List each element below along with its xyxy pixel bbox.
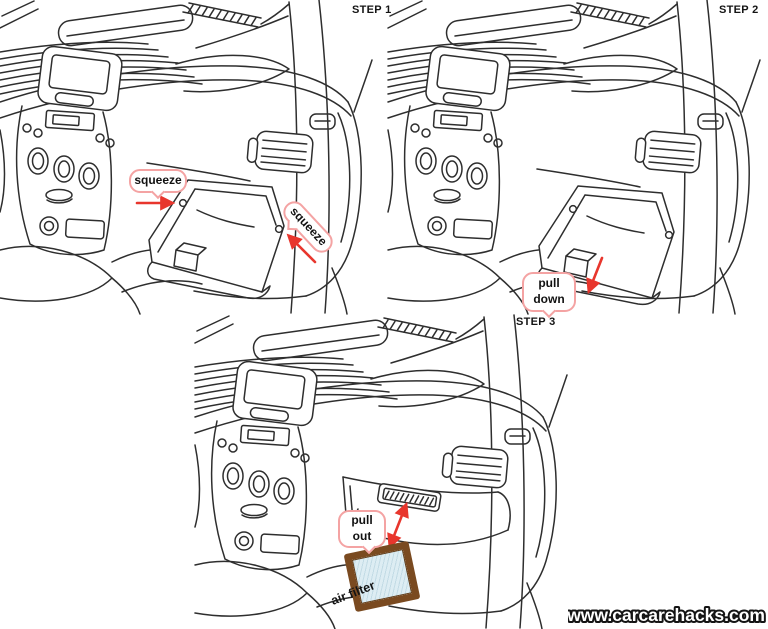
step2-title: STEP 2: [719, 4, 759, 16]
watermark-text: www.carcarehacks.com: [568, 605, 765, 625]
step3-title: STEP 3: [516, 316, 556, 328]
panel-step2: [387, 0, 761, 315]
watermark: www.carcarehacks.com: [568, 603, 767, 627]
panel-step3: [194, 314, 568, 629]
pull-out-callout: pull out: [338, 510, 386, 548]
step1-title: STEP 1: [352, 4, 392, 16]
squeeze-arrow-right: [286, 233, 317, 264]
pull-down-callout: pull down: [522, 272, 576, 312]
pull-out-arrow: [387, 501, 409, 550]
panel-step1: [0, 0, 373, 315]
pull-down-arrow: [586, 256, 604, 295]
squeeze-callout-left: squeeze: [129, 169, 187, 193]
